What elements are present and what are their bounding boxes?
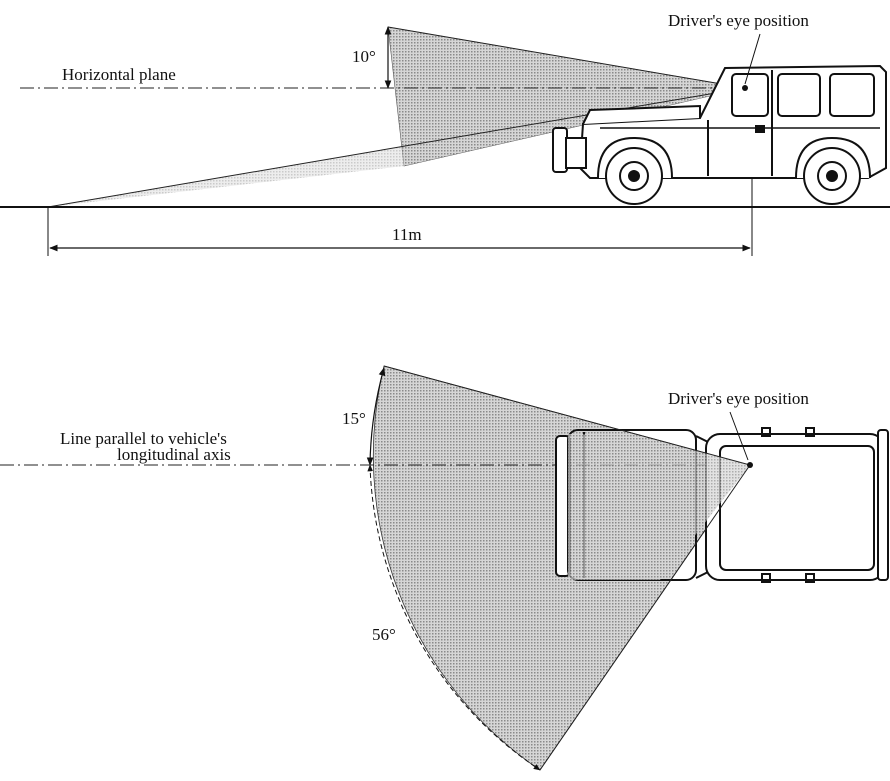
sector-over-hood	[568, 434, 750, 580]
side-eye-label: Driver's eye position	[668, 11, 809, 30]
upper-sight-line	[387, 26, 746, 89]
driver-eye-point-top	[747, 462, 753, 468]
vehicle-top-view	[555, 427, 889, 583]
driver-eye-point-side	[742, 85, 748, 91]
top-sight-line-upper	[383, 365, 751, 466]
vehicle-side-view	[552, 64, 887, 205]
angle-arc-15	[366, 367, 386, 466]
axis-label-line2: longitudinal axis	[117, 445, 231, 464]
axis-label-line1: Line parallel to vehicle's	[60, 429, 227, 448]
distance-11m-label: 11m	[392, 225, 422, 244]
top-sight-line-lower	[539, 464, 751, 771]
angle-10-label: 10°	[352, 47, 376, 66]
eye-label-leader-top	[729, 411, 749, 461]
angle-arc-56	[367, 464, 541, 771]
horizontal-plane-label: Horizontal plane	[62, 65, 176, 84]
top-eye-label: Driver's eye position	[668, 389, 809, 408]
eye-label-leader-side	[744, 33, 761, 85]
angle-56-label: 56°	[372, 625, 396, 644]
angle-15-label: 15°	[342, 409, 366, 428]
top-view: Driver's eye position Line parallel to v…	[0, 365, 889, 771]
side-view: Driver's eye position Horizontal plane 1…	[0, 11, 890, 256]
